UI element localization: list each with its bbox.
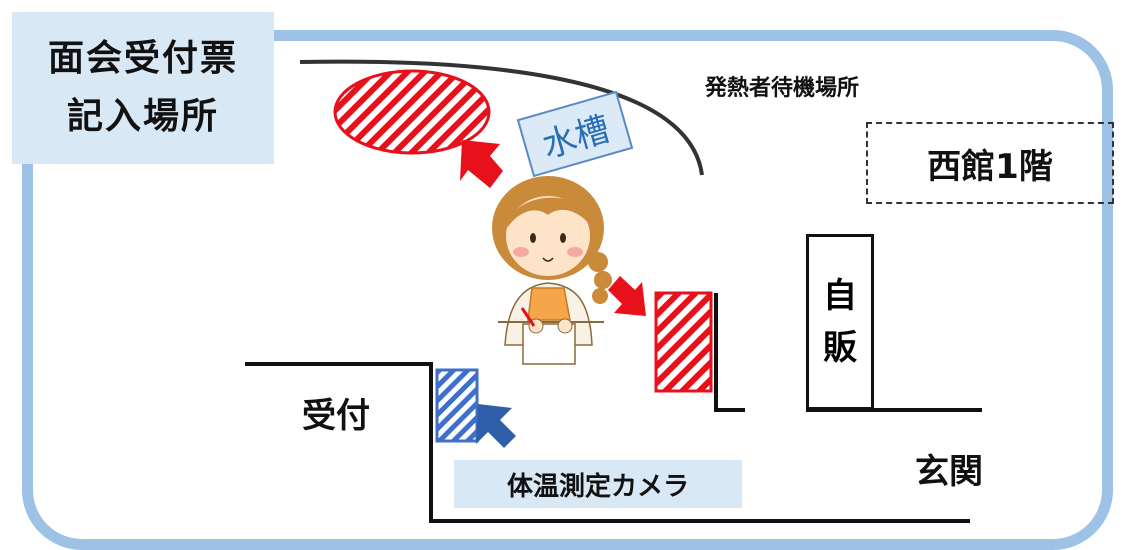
water-tank-label: 水槽	[537, 108, 615, 166]
red-arrow-to-waiting	[460, 140, 503, 188]
fever-waiting-spot	[333, 69, 491, 155]
reception-counter	[245, 362, 970, 523]
vending-machine: 自 販	[806, 234, 874, 410]
camera-label-box: 体温測定カメラ	[454, 460, 742, 508]
blue-arrow-to-camera	[476, 404, 516, 448]
fever-waiting-area-label: 発熱者待機場所	[705, 76, 860, 101]
floor-label: 西館1階	[927, 146, 1053, 187]
vending-char-1: 自	[823, 276, 857, 316]
title-line-2: 記入場所	[66, 96, 219, 137]
title-line-1: 面会受付票	[47, 38, 238, 79]
entrance-label: 玄関	[915, 452, 983, 492]
vending-char-2: 販	[823, 328, 857, 368]
reception-label: 受付	[302, 396, 370, 436]
wall-right-of-desk	[714, 293, 745, 412]
form-writing-desk	[654, 291, 713, 393]
form-writing-area-title: 面会受付票 記入場所	[12, 12, 274, 164]
staff-illustration	[492, 176, 612, 365]
floor-label-box: 西館1階	[866, 122, 1114, 204]
red-arrow-to-desk	[608, 276, 646, 316]
camera-label: 体温測定カメラ	[506, 471, 689, 502]
temperature-camera	[435, 368, 479, 443]
waiting-area-curve	[299, 59, 704, 176]
